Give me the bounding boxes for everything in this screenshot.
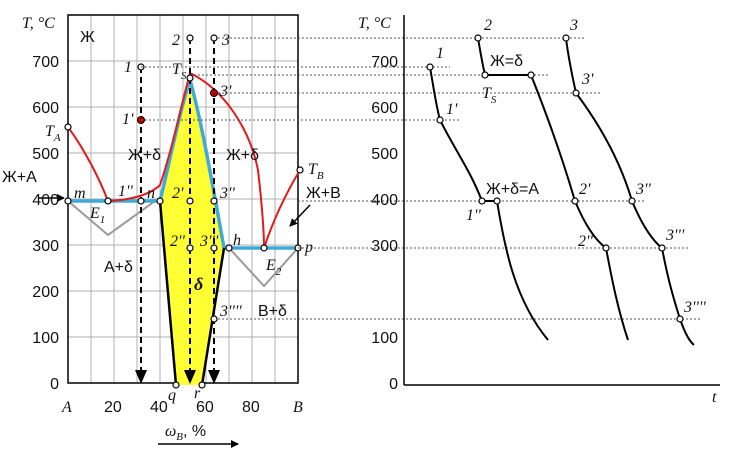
left-ytick-500: 500 xyxy=(32,146,59,163)
label-3-qprime: 3'''' xyxy=(219,303,242,320)
right-ytick-400: 400 xyxy=(371,192,398,209)
left-ytick-700: 700 xyxy=(32,54,59,71)
r-plateau-top: Ж=δ xyxy=(490,53,523,70)
left-ytick-600: 600 xyxy=(32,100,59,117)
left-xtick-40: 40 xyxy=(150,399,168,416)
label-h: h xyxy=(233,232,241,249)
left-xtick-60: 60 xyxy=(196,399,214,416)
zone-liquid-a: Ж+А xyxy=(2,169,37,186)
r-label-2-prime: 2' xyxy=(579,181,591,198)
r-label-3-qprime: 3'''' xyxy=(683,299,706,316)
r-label-1-prime: 1' xyxy=(446,101,458,118)
right-ytick-0: 0 xyxy=(389,376,398,393)
label-p: p xyxy=(304,239,313,256)
left-y-axis-label: T, °C xyxy=(22,15,55,32)
arrow-liquid-b xyxy=(289,204,311,227)
vertical-arrowheads xyxy=(135,370,220,384)
right-ytick-300: 300 xyxy=(371,238,398,255)
zone-liquid-delta-left: Ж+δ xyxy=(128,147,161,164)
eutectic-triangles xyxy=(67,200,299,288)
cooling-curve-paths xyxy=(429,37,695,346)
left-phase-diagram: T, °C 0 100 200 300 400 500 600 700 A 20… xyxy=(2,14,341,448)
label-e1: E1 xyxy=(89,205,105,226)
r-plateau-eut: Ж+δ=А xyxy=(486,181,539,198)
zone-a-delta: А+δ xyxy=(104,259,133,276)
right-markers xyxy=(426,34,684,323)
right-ytick-700: 700 xyxy=(371,54,398,71)
zone-liquid-b: Ж+В xyxy=(306,185,341,202)
label-1-prime: 1' xyxy=(122,111,134,128)
r-label-3-dprime: 3'' xyxy=(635,181,651,198)
right-x-axis-label: t xyxy=(712,389,717,406)
label-m: m xyxy=(74,185,86,202)
label-e2: E2 xyxy=(265,257,282,278)
label-3: 3 xyxy=(221,32,230,49)
r-label-ts: TS xyxy=(482,85,497,106)
label-2-dprime: 2'' xyxy=(170,233,185,250)
left-ytick-0: 0 xyxy=(50,376,59,393)
r-label-1-dprime: 1'' xyxy=(466,207,481,224)
r-label-3-tprime: 3''' xyxy=(665,227,685,244)
right-ytick-100: 100 xyxy=(371,330,398,347)
right-ytick-500: 500 xyxy=(371,146,398,163)
left-xtick-b: B xyxy=(293,399,303,416)
zone-liquid-delta-right: Ж+δ xyxy=(226,147,259,164)
left-y-ticks: 0 100 200 300 400 500 600 700 xyxy=(32,54,59,393)
left-xtick-20: 20 xyxy=(104,399,122,416)
label-2: 2 xyxy=(172,32,180,49)
r-label-2: 2 xyxy=(484,17,492,34)
zone-b-delta: В+δ xyxy=(258,303,287,320)
r-label-3-prime: 3' xyxy=(581,71,594,88)
label-q: q xyxy=(168,387,176,404)
r-label-2-dprime: 2'' xyxy=(578,233,593,250)
label-r: r xyxy=(194,385,201,402)
left-ytick-300: 300 xyxy=(32,238,59,255)
left-ytick-100: 100 xyxy=(32,330,59,347)
right-cooling-curves: T, °C t 0 100 300 400 500 600 700 xyxy=(358,15,720,406)
zone-liquid: Ж xyxy=(80,29,95,46)
left-ytick-400: 400 xyxy=(32,192,59,209)
left-ytick-200: 200 xyxy=(32,284,59,301)
right-ytick-600: 600 xyxy=(371,100,398,117)
left-xtick-a: A xyxy=(61,399,72,416)
label-1: 1 xyxy=(124,59,132,76)
zone-delta: δ xyxy=(194,274,203,294)
marker-3-prime xyxy=(210,89,218,97)
right-y-axis-label: T, °C xyxy=(358,15,391,32)
connector-lines xyxy=(141,37,700,320)
label-2-prime: 2' xyxy=(172,185,184,202)
r-label-1: 1 xyxy=(436,45,444,62)
label-ts: TS xyxy=(172,61,187,82)
label-3-prime: 3' xyxy=(219,83,232,100)
label-tb: TB xyxy=(308,161,324,182)
right-y-ticks: 0 100 300 400 500 600 700 xyxy=(371,54,398,393)
label-ta: TA xyxy=(45,123,61,144)
delta-phase-region xyxy=(160,80,224,385)
left-x-axis-label: ωB, % xyxy=(165,423,206,443)
left-xtick-80: 80 xyxy=(242,399,260,416)
label-3-dprime: 3'' xyxy=(219,185,235,202)
label-1-dprime: 1'' xyxy=(118,183,133,200)
r-label-3: 3 xyxy=(569,17,578,34)
label-n: n xyxy=(147,185,155,202)
label-3-tprime: 3''' xyxy=(199,233,219,250)
